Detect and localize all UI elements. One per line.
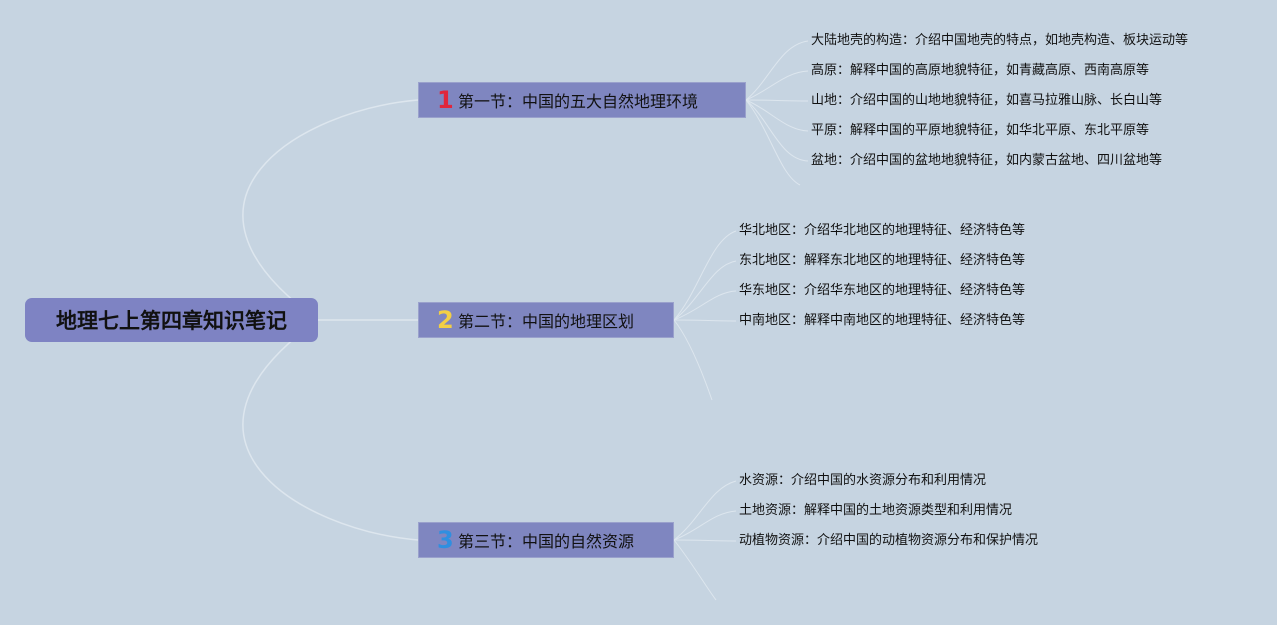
- s1-connector-4: [745, 99, 809, 132]
- number-3-icon: 3: [437, 526, 454, 554]
- s1-connector-2: [745, 70, 809, 101]
- section-2-item-4[interactable]: 中南地区：解释中南地区的地理特征、经济特色等: [739, 313, 1026, 328]
- section-3-item-3[interactable]: 动植物资源：介绍中国的动植物资源分布和保护情况: [739, 533, 1039, 548]
- s1-connector-3: [745, 99, 809, 102]
- s2-connector-1: [673, 230, 737, 321]
- root-connector-1: [242, 99, 419, 321]
- section-1-title: 第一节：中国的五大自然地理环境: [458, 92, 699, 111]
- s1-connector-1: [745, 40, 809, 101]
- section-1-node[interactable]: 1 第一节：中国的五大自然地理环境: [418, 82, 746, 118]
- section-1-item-4[interactable]: 平原：解释中国的平原地貌特征，如华北平原、东北平原等: [811, 123, 1150, 138]
- section-2-title: 第二节：中国的地理区划: [458, 312, 635, 331]
- section-3-item-1[interactable]: 水资源：介绍中国的水资源分布和利用情况: [739, 473, 987, 488]
- section-3-node[interactable]: 3 第三节：中国的自然资源: [418, 522, 674, 558]
- s3-connector-3: [673, 539, 737, 542]
- section-2-node[interactable]: 2 第二节：中国的地理区划: [418, 302, 674, 338]
- section-1-item-1[interactable]: 大陆地壳的构造：介绍中国地壳的特点，如地壳构造、板块运动等: [811, 33, 1189, 48]
- s2-connector-3: [673, 290, 737, 321]
- section-1-item-3[interactable]: 山地：介绍中国的山地地貌特征，如喜马拉雅山脉、长白山等: [811, 93, 1163, 108]
- s2-connector-4: [673, 319, 737, 322]
- section-3-title: 第三节：中国的自然资源: [458, 532, 635, 551]
- section-3-item-2[interactable]: 土地资源：解释中国的土地资源类型和利用情况: [739, 503, 1013, 518]
- section-2-item-3[interactable]: 华东地区：介绍华东地区的地理特征、经济特色等: [739, 283, 1026, 298]
- number-1-icon: 1: [437, 86, 454, 114]
- s2-connector-2: [673, 260, 737, 321]
- s3-connector-4: [673, 539, 717, 601]
- number-2-icon: 2: [437, 306, 454, 334]
- s3-connector-2: [673, 510, 737, 541]
- s1-connector-6: [745, 99, 801, 186]
- section-1-item-2[interactable]: 高原：解释中国的高原地貌特征，如青藏高原、西南高原等: [811, 63, 1150, 78]
- root-topic[interactable]: 地理七上第四章知识笔记: [25, 298, 318, 342]
- s3-connector-1: [673, 480, 737, 541]
- s1-connector-5: [745, 99, 809, 162]
- section-2-item-1[interactable]: 华北地区：介绍华北地区的地理特征、经济特色等: [739, 223, 1026, 238]
- root-connector-3: [242, 319, 419, 541]
- s2-connector-5: [673, 319, 713, 401]
- section-2-item-2[interactable]: 东北地区：解释东北地区的地理特征、经济特色等: [739, 253, 1026, 268]
- section-1-item-5[interactable]: 盆地：介绍中国的盆地地貌特征，如内蒙古盆地、四川盆地等: [811, 153, 1163, 168]
